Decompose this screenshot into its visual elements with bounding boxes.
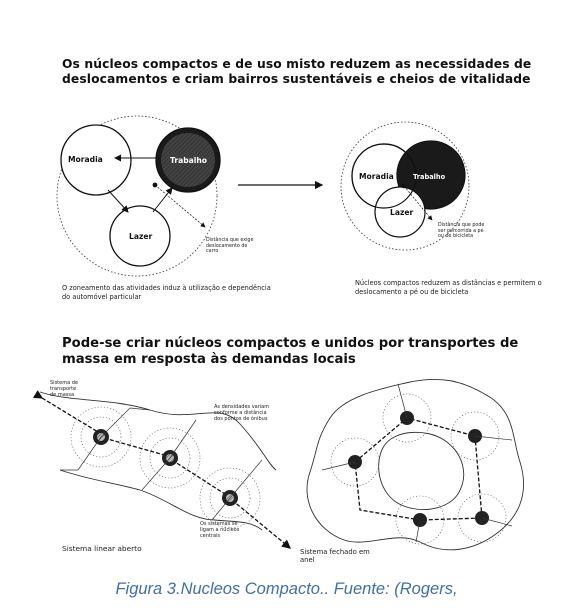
transport-line-right [171, 459, 229, 497]
ring-system-diagram [306, 378, 524, 551]
label-moradia-right: Moradia [359, 172, 394, 181]
link-note: Os sistemas se ligam a núcleos centrais [200, 521, 240, 539]
caption-left: O zoneamento das atividades induz à util… [62, 284, 271, 301]
lazer-circle [109, 205, 171, 267]
distance-note-left: Distância que exige deslocamento de carr… [206, 238, 254, 255]
ring-system-label: Sistema fechado em anel [300, 548, 370, 564]
ring-spoke-2 [397, 383, 408, 419]
label-moradia-left: Moradia [68, 155, 103, 164]
local-link-4 [141, 457, 171, 491]
distance-note-right: Distância que pode ser percorrida a pé o… [438, 223, 485, 240]
label-lazer-left: Lazer [129, 232, 153, 241]
local-link-1 [100, 407, 151, 438]
arrow-lazer-trabalho [152, 187, 173, 213]
linear-corridor-lower [59, 469, 263, 531]
ring-spoke-5 [415, 519, 421, 543]
trabalho-inner-pattern [161, 133, 215, 187]
local-link-5 [229, 459, 263, 499]
transport-line-end [231, 499, 292, 549]
figure-caption: Figura 3.Nucleos Compacto.. Fuente: (Rog… [115, 580, 458, 598]
outer-dotted-circle-small [340, 121, 470, 251]
label-lazer-right: Lazer [390, 208, 414, 217]
bottom-heading: Pode-se criar núcleos compactos e unidos… [62, 336, 519, 367]
local-link-6 [211, 497, 231, 521]
transport-note: Sistema de transporte de massa [50, 380, 78, 398]
compact-nucleus-diagram [340, 121, 470, 251]
moradia-circle [60, 124, 132, 196]
linear-system-diagram [32, 390, 292, 549]
ring-spoke-1 [321, 461, 356, 471]
ring-inner-void [378, 431, 465, 510]
ring-outer-boundary [306, 378, 524, 551]
distance-pointer-small [403, 185, 433, 221]
local-link-3 [169, 419, 197, 459]
transport-line-left [32, 390, 99, 433]
linear-system-label: Sistema linear aberto [62, 544, 142, 553]
dispersed-zoning-diagram [56, 115, 221, 277]
label-trabalho-right: Trabalho [413, 173, 446, 181]
distance-pointer [154, 184, 206, 228]
arrow-moradia-lazer [107, 189, 129, 213]
local-link-2 [60, 436, 102, 471]
ring-spoke-3 [474, 435, 513, 441]
linear-corridor-upper [39, 391, 277, 471]
top-heading: Os núcleos compactos e de uso misto redu… [62, 57, 532, 86]
outer-dotted-circle [56, 115, 218, 277]
density-note: As densidades variam conforme a distânci… [214, 404, 270, 422]
label-trabalho-left: Trabalho [170, 156, 208, 165]
transport-line-mid [103, 437, 169, 457]
caption-right: Núcleos compactos reduzem as distâncias … [355, 279, 542, 296]
moradia-outline-over [351, 143, 417, 209]
ring-spoke-4 [481, 517, 513, 527]
